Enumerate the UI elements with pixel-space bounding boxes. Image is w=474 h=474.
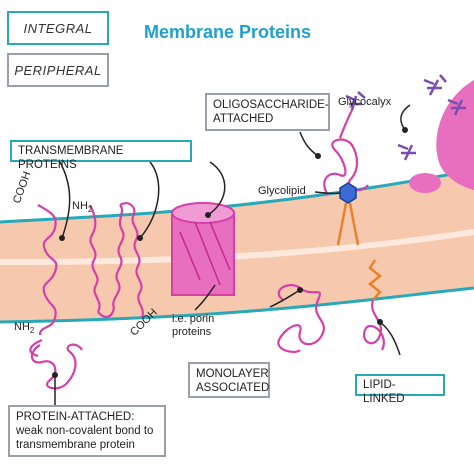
- label-nh2-top-sub: 2: [87, 205, 93, 215]
- legend-peripheral-label: PERIPHERAL: [14, 62, 102, 78]
- callout-monolayer-line2: ASSOCIATED: [196, 382, 270, 394]
- adjacent-cell: [436, 80, 474, 190]
- membrane-bottom-edge: [0, 286, 474, 324]
- callout-lipid-linked: LIPID-LINKED: [355, 374, 445, 405]
- callout-transmembrane-label: TRANSMEMBRANE PROTEINS: [18, 145, 124, 171]
- callout-transmembrane: TRANSMEMBRANE PROTEINS: [10, 140, 192, 171]
- glycolipid: [336, 182, 360, 246]
- porin-barrel: [171, 202, 235, 296]
- callout-monolayer: MONOLAYER ASSOCIATED: [188, 362, 270, 398]
- callout-protein-attached-line1: PROTEIN-ATTACHED:: [16, 411, 135, 423]
- legend-peripheral: PERIPHERAL: [7, 53, 109, 87]
- label-nh2-bottom-sub: 2: [29, 326, 35, 336]
- callout-leaders: [54, 104, 411, 408]
- legend-integral-label: INTEGRAL: [23, 20, 93, 36]
- transmembrane-protein-single: [29, 204, 58, 358]
- callout-protein-attached-line2: weak non-covalent bond to: [16, 425, 154, 437]
- transmembrane-protein-multipass: [89, 202, 144, 319]
- callout-monolayer-line1: MONOLAYER: [196, 368, 269, 380]
- callout-lipid-linked-label: LIPID-LINKED: [363, 379, 405, 405]
- leader-dots: [52, 127, 408, 378]
- lipid-linked-protein: [362, 259, 385, 351]
- label-porin-line1: i.e. porin: [172, 313, 215, 325]
- label-nh2-bottom: NH2: [14, 321, 34, 337]
- label-nh2-bottom-main: NH: [14, 321, 30, 333]
- glycoprotein: [323, 109, 369, 196]
- label-glycocalyx: Glycocalyx: [338, 96, 392, 108]
- callout-oligosaccharide: OLIGOSACCHARIDE- ATTACHED: [205, 93, 330, 131]
- membrane-bilayer: [0, 170, 474, 322]
- oligosaccharide-chain: [345, 91, 366, 111]
- legend-integral: INTEGRAL: [7, 11, 109, 45]
- cell-bud: [409, 173, 441, 193]
- callout-oligosaccharide-line1: OLIGOSACCHARIDE-: [213, 99, 329, 111]
- callout-protein-attached: PROTEIN-ATTACHED: weak non-covalent bond…: [8, 405, 166, 457]
- callout-oligosaccharide-line2: ATTACHED: [213, 113, 274, 125]
- label-porin-line2: proteins: [172, 326, 212, 338]
- label-porin: i.e. porin proteins: [172, 313, 214, 339]
- protein-attached-peripheral: [30, 343, 83, 390]
- label-glycolipid: Glycolipid: [258, 185, 306, 197]
- label-nh2-top: NH2: [72, 200, 92, 216]
- label-nh2-top-main: NH: [72, 200, 88, 212]
- callout-protein-attached-line3: transmembrane protein: [16, 439, 135, 451]
- diagram-title: Membrane Proteins: [144, 22, 312, 42]
- glycocalyx-sugars: [397, 74, 466, 161]
